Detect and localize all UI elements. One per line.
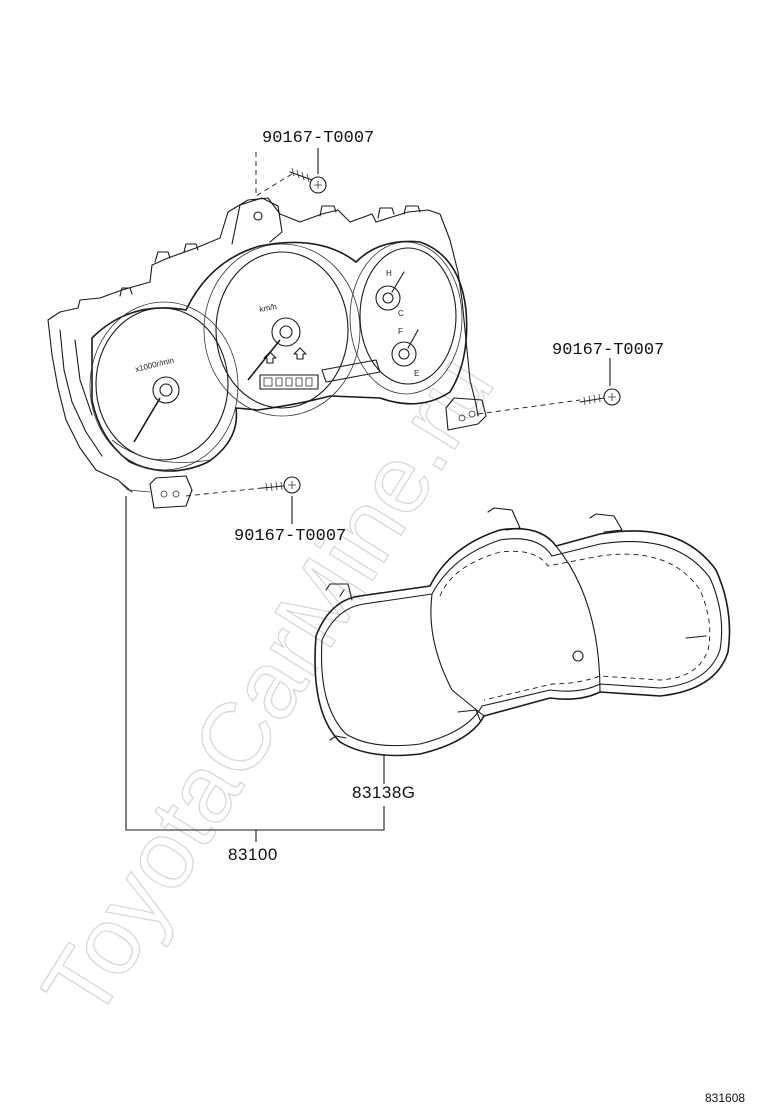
fuel-full-label: F: [398, 327, 403, 336]
odometer-display: [259, 374, 319, 390]
part-label-glass[interactable]: 83138G: [352, 783, 416, 802]
part-label-screw-top[interactable]: 90167-T0007: [262, 129, 374, 148]
screw-right[interactable]: [579, 388, 621, 406]
turn-left-arrow-icon: [263, 351, 277, 364]
diagram-id: 831608: [705, 1091, 745, 1105]
right-mount-bracket: [445, 397, 487, 431]
fuel-empty-label: E: [414, 369, 419, 378]
temp-high-label: H: [386, 269, 392, 278]
watermark: ToyotaCarMine.ru: [22, 337, 514, 1036]
speedometer-dial: km/h: [203, 243, 381, 417]
part-label-screw-right[interactable]: 90167-T0007: [552, 341, 664, 360]
meter-glass[interactable]: [314, 507, 731, 757]
screw-top[interactable]: [289, 167, 327, 194]
turn-right-arrow-icon: [293, 347, 307, 360]
left-mount-bracket: [149, 475, 193, 509]
part-label-screw-bottom[interactable]: 90167-T0007: [234, 527, 346, 546]
screw-bottom[interactable]: [261, 476, 301, 494]
temp-fuel-dial: H C F E: [349, 241, 463, 395]
temp-low-label: C: [398, 309, 404, 318]
speedometer-unit: km/h: [259, 302, 278, 314]
part-label-assembly[interactable]: 83100: [228, 845, 278, 864]
combination-meter[interactable]: x1000r/min km/h H C: [47, 197, 487, 509]
tachometer-unit: x1000r/min: [134, 356, 175, 374]
